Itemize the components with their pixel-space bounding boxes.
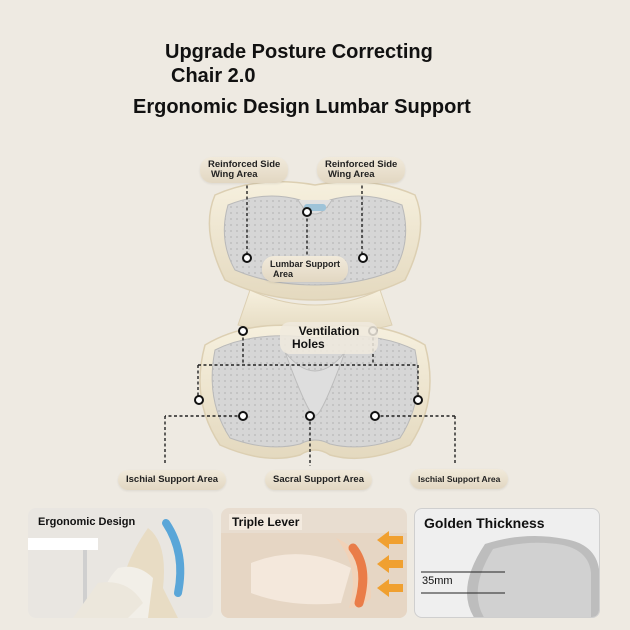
label-ventilation: Ventilation Holes [280,322,378,354]
thickness-value: 35mm [422,575,453,587]
golden-thickness-label: Golden Thickness [424,515,545,531]
card-golden-thickness: Golden Thickness 35mm [414,508,600,618]
title-line-2: Chair 2.0 [171,65,256,87]
label-ischial-left: Ischial Support Area [118,470,227,490]
label-ischial-right: Ischial Support Area [410,469,509,489]
label-reinforced-left: Reinforced Side Wing Area [200,157,289,183]
label-sacral: Sacral Support Area [265,470,372,490]
label-lumbar: Lumbar Support Area [262,256,348,282]
card-triple-lever: Triple Lever [221,508,407,618]
page-title: Upgrade Posture Correcting Chair 2.0 [165,40,505,88]
thickness-illustration [421,535,599,617]
ergonomic-illustration [28,519,185,618]
title-line-1: Upgrade Posture Correcting [165,41,433,63]
card-ergonomic-design: Ergonomic Design [28,508,213,618]
triple-lever-illustration [221,531,407,618]
triple-lever-label: Triple Lever [229,514,303,530]
label-reinforced-right: Reinforced Side Wing Area [317,157,406,183]
page-subtitle: Ergonomic Design Lumbar Support [133,96,471,118]
ergonomic-design-label: Ergonomic Design [38,516,136,528]
